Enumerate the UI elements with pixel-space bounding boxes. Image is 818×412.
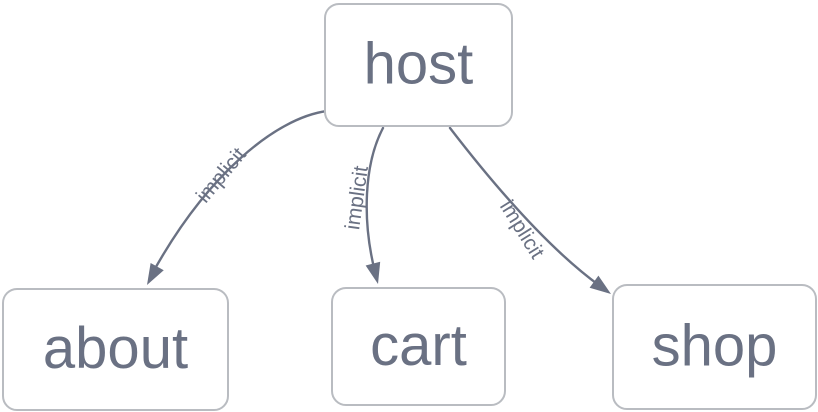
edge-line [150, 109, 329, 276]
edge-arrowhead [147, 262, 164, 285]
edge-line [365, 126, 385, 274]
graph-edge-host-to-shop[interactable]: implicit [448, 126, 615, 300]
edge-line [448, 126, 602, 288]
graph-node-about[interactable]: about [2, 288, 229, 411]
node-label: cart [370, 313, 467, 378]
edge-label: implicit [495, 196, 549, 263]
node-box [324, 3, 513, 127]
graph-node-shop[interactable]: shop [612, 284, 817, 410]
node-label: host [364, 31, 474, 96]
edge-label: implicit [192, 143, 251, 207]
node-layer: host about cart shop [2, 3, 817, 411]
graph-node-cart[interactable]: cart [331, 287, 506, 406]
node-box [331, 287, 506, 406]
edge-layer: implicit implicit implicit [140, 109, 615, 300]
graph-edge-host-to-about[interactable]: implicit [140, 109, 329, 289]
graph-node-host[interactable]: host [324, 3, 513, 127]
edge-arrowhead [365, 261, 381, 284]
node-box [612, 284, 817, 410]
node-label: shop [652, 313, 778, 378]
node-label: about [43, 316, 188, 381]
graph-edge-host-to-cart[interactable]: implicit [341, 126, 385, 286]
edge-arrowhead [589, 275, 611, 294]
node-box [2, 288, 229, 411]
